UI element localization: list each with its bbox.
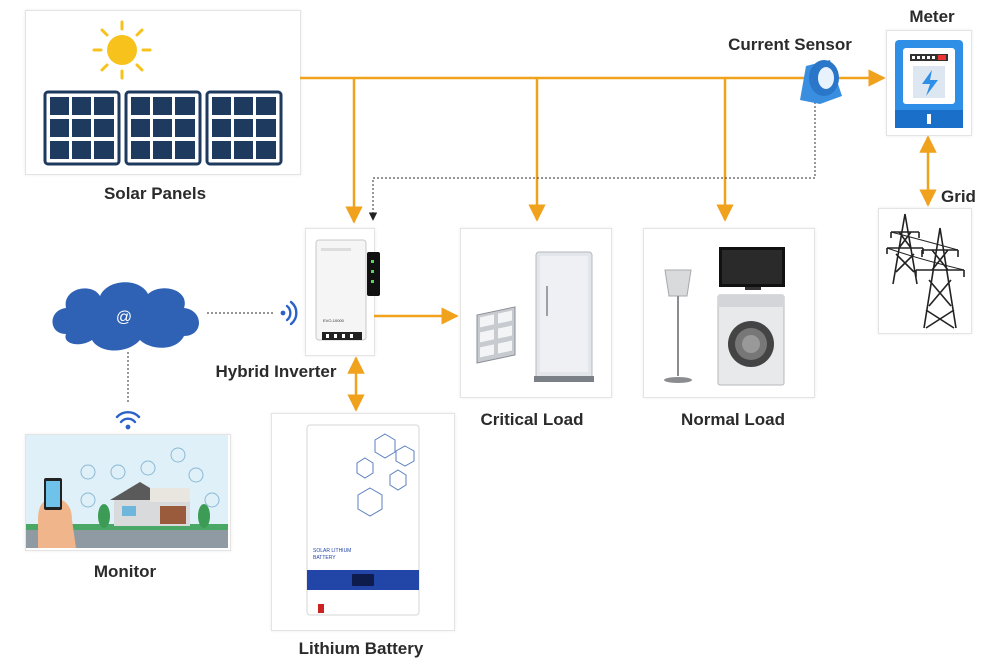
wifi-icon	[115, 411, 141, 430]
wifi-icon	[280, 300, 298, 326]
battery-text-line1: SOLAR LITHIUM	[313, 548, 351, 554]
meter-icon	[895, 40, 963, 128]
cloud-icon: @	[52, 282, 199, 351]
battery-icon: SOLAR LITHIUM BATTERY	[306, 424, 420, 616]
normal-load-label: Normal Load	[681, 410, 785, 429]
data-lines	[127, 98, 816, 404]
floodlight-icon	[476, 306, 516, 364]
tv-icon	[719, 247, 785, 290]
current-sensor-icon	[800, 60, 842, 104]
sun-icon	[92, 20, 152, 80]
grid-label: Grid	[941, 187, 976, 206]
battery-text-line2: BATTERY	[313, 555, 336, 561]
critical-load-label: Critical Load	[480, 410, 584, 429]
pylon-icon	[886, 213, 965, 329]
current-sensor-label: Current Sensor	[728, 35, 852, 54]
lithium-battery-label: Lithium Battery	[298, 639, 424, 658]
lamp-icon	[664, 269, 692, 383]
power-lines	[300, 69, 937, 412]
solar-panels-label: Solar Panels	[103, 184, 207, 203]
inverter-model-text: EVO-10000	[323, 318, 345, 323]
fridge-icon	[534, 251, 594, 382]
sensor-to-inverter-line	[368, 98, 816, 221]
inverter-icon: EVO-10000	[315, 239, 380, 341]
meter-label: Meter	[909, 7, 955, 26]
hybrid-inverter-label: Hybrid Inverter	[215, 362, 337, 381]
solar-panel-icon	[43, 90, 283, 166]
grid-box	[878, 208, 972, 334]
cloud-symbol: @	[116, 309, 132, 326]
smart-home-icon	[26, 435, 228, 548]
monitor-label: Monitor	[93, 562, 157, 581]
washer-icon	[717, 294, 785, 386]
